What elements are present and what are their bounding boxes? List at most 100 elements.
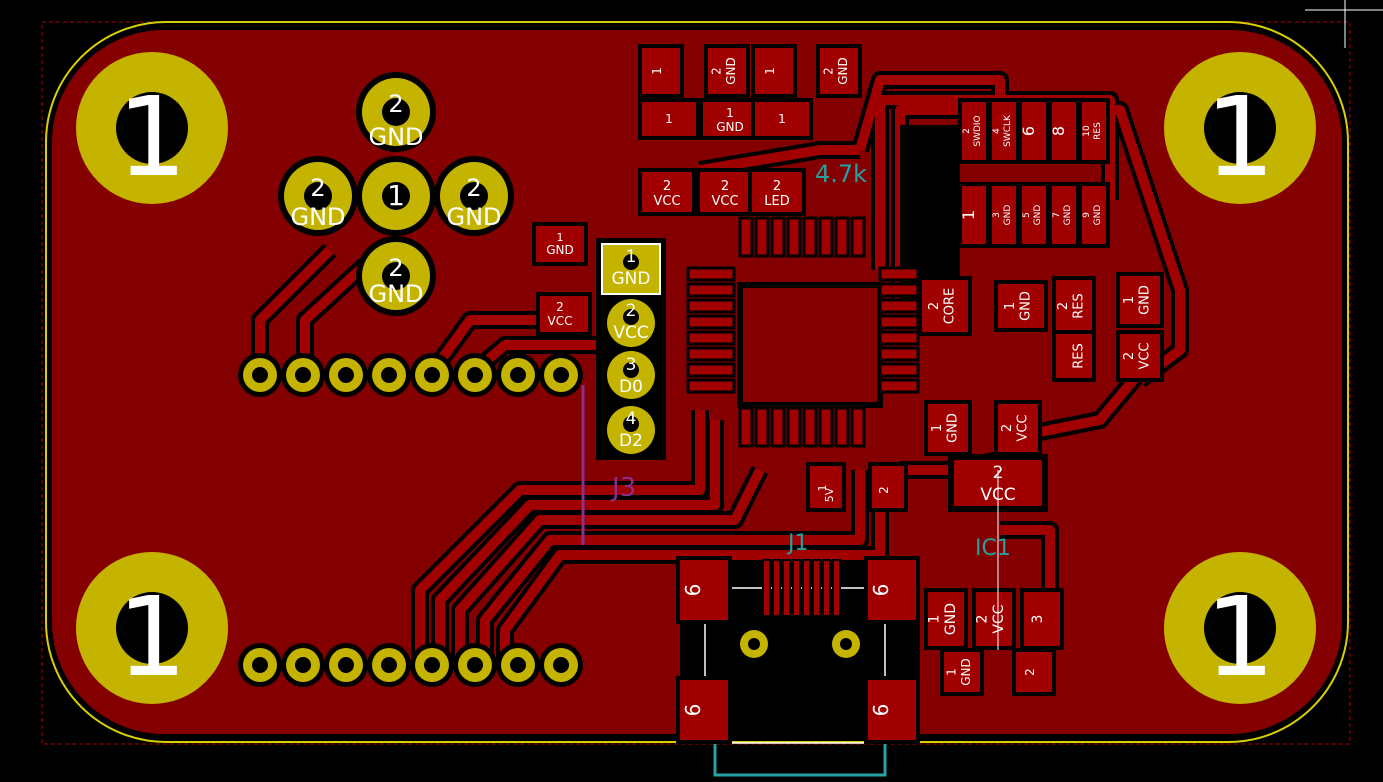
qfn-pin[interactable]	[686, 362, 736, 378]
connector-pin[interactable]	[1082, 102, 1106, 160]
resistor-pad[interactable]	[703, 102, 757, 136]
qfn-pin[interactable]	[786, 406, 802, 448]
qfn-pin[interactable]	[850, 216, 866, 258]
qfn-pin[interactable]	[834, 216, 850, 258]
qfn-pin[interactable]	[754, 216, 770, 258]
connector-pin[interactable]	[1052, 186, 1076, 244]
usb-signal-pin[interactable]	[832, 559, 841, 617]
connector-pin[interactable]	[1022, 102, 1046, 160]
mount-hole[interactable]: 1	[76, 552, 228, 704]
qfn-pin[interactable]	[770, 406, 786, 448]
usb-shield-pad[interactable]	[868, 680, 916, 740]
regulator-pin[interactable]	[944, 652, 980, 692]
sma-connector[interactable]: 2 GND 2 GND 1 2 GND 2 GND	[278, 72, 514, 316]
capacitor-pad[interactable]	[1120, 276, 1160, 324]
capacitor-pad[interactable]	[928, 404, 968, 452]
qfn-pin[interactable]	[878, 378, 920, 394]
qfn-pin[interactable]	[878, 362, 920, 378]
qfn-pin[interactable]	[686, 282, 736, 298]
qfn-pin[interactable]	[878, 314, 920, 330]
qfn-pin[interactable]	[770, 216, 786, 258]
mcu-qfn[interactable]	[686, 216, 920, 448]
usb-signal-pin[interactable]	[762, 559, 771, 617]
qfn-pin[interactable]	[686, 346, 736, 362]
usb-shield-pad[interactable]	[680, 560, 728, 620]
qfn-pin[interactable]	[754, 406, 770, 448]
capacitor-pad[interactable]	[642, 172, 692, 212]
connector-pin[interactable]	[962, 186, 986, 244]
usb-shield-pad[interactable]	[868, 560, 916, 620]
connector-pin[interactable]	[992, 102, 1016, 160]
qfn-pin[interactable]	[738, 406, 754, 448]
regulator-pin[interactable]	[928, 592, 964, 646]
resistor-gnd[interactable]: 1 GND	[532, 222, 588, 266]
capacitor-pad[interactable]	[922, 280, 968, 332]
qfn-pin[interactable]	[818, 216, 834, 258]
resistor-vcc[interactable]: 2 VCC	[536, 292, 592, 336]
connector-pin[interactable]	[992, 186, 1016, 244]
qfn-pin[interactable]	[802, 406, 818, 448]
qfn-pin[interactable]	[818, 406, 834, 448]
mount-hole[interactable]: 1	[1164, 52, 1316, 204]
qfn-pin[interactable]	[786, 216, 802, 258]
resistor-5v[interactable]: 1 5V	[806, 462, 846, 512]
qfn-pin[interactable]	[738, 216, 754, 258]
resistor-pad[interactable]	[708, 48, 746, 94]
resistor-pad[interactable]	[1056, 280, 1092, 332]
usb-shield-pad[interactable]	[680, 680, 728, 740]
capacitor-pad[interactable]	[752, 172, 802, 212]
usb-signal-pin[interactable]	[792, 559, 801, 617]
resistor-2[interactable]: 2	[868, 462, 908, 512]
capacitor-pad[interactable]	[1120, 334, 1160, 378]
resistor-pad[interactable]	[820, 48, 858, 94]
connector-pin[interactable]	[1082, 186, 1106, 244]
qfn-pin[interactable]	[878, 330, 920, 346]
regulator-pin[interactable]	[1024, 592, 1060, 646]
qfn-pin[interactable]	[878, 298, 920, 314]
qfn-pin[interactable]	[686, 330, 736, 346]
mount-hole[interactable]: 1	[76, 52, 228, 204]
resistor-pad[interactable]	[642, 48, 680, 94]
usb-signal-pin[interactable]	[802, 559, 811, 617]
usb-signal-pin[interactable]	[822, 559, 831, 617]
resistor-pad[interactable]	[642, 102, 696, 136]
connector-pin[interactable]	[1022, 186, 1046, 244]
qfn-pin[interactable]	[802, 216, 818, 258]
qfn-pin[interactable]	[878, 266, 920, 282]
resistor-pad[interactable]	[1056, 334, 1092, 378]
connector-pin[interactable]	[962, 102, 986, 160]
capacitor-pad[interactable]	[998, 404, 1038, 452]
pin-header-row-top[interactable]	[238, 353, 583, 397]
regulator-pin[interactable]	[976, 592, 1012, 646]
qfn-pin[interactable]	[686, 266, 736, 282]
header-j3[interactable]: 1 GND 2 VCC 3 D0 4 D2 J3	[596, 238, 666, 503]
qfn-pin[interactable]	[878, 282, 920, 298]
qfn-pin[interactable]	[834, 406, 850, 448]
resistor-pad[interactable]	[755, 48, 793, 94]
capacitor-pad[interactable]	[700, 172, 750, 212]
regulator-pin[interactable]	[1016, 652, 1052, 692]
usb-signal-pin[interactable]	[812, 559, 821, 617]
qfn-pin[interactable]	[878, 346, 920, 362]
connector-pin[interactable]	[1052, 102, 1076, 160]
qfn-pin[interactable]	[686, 298, 736, 314]
resistor-pad[interactable]	[755, 102, 809, 136]
qfn-pin[interactable]	[850, 406, 866, 448]
qfn-pin[interactable]	[686, 378, 736, 394]
usb-signal-pin[interactable]	[782, 559, 791, 617]
pin-header-row-bottom[interactable]	[238, 643, 583, 687]
mount-hole[interactable]: 1	[1164, 552, 1316, 704]
usb-signal-pin[interactable]	[772, 559, 781, 617]
